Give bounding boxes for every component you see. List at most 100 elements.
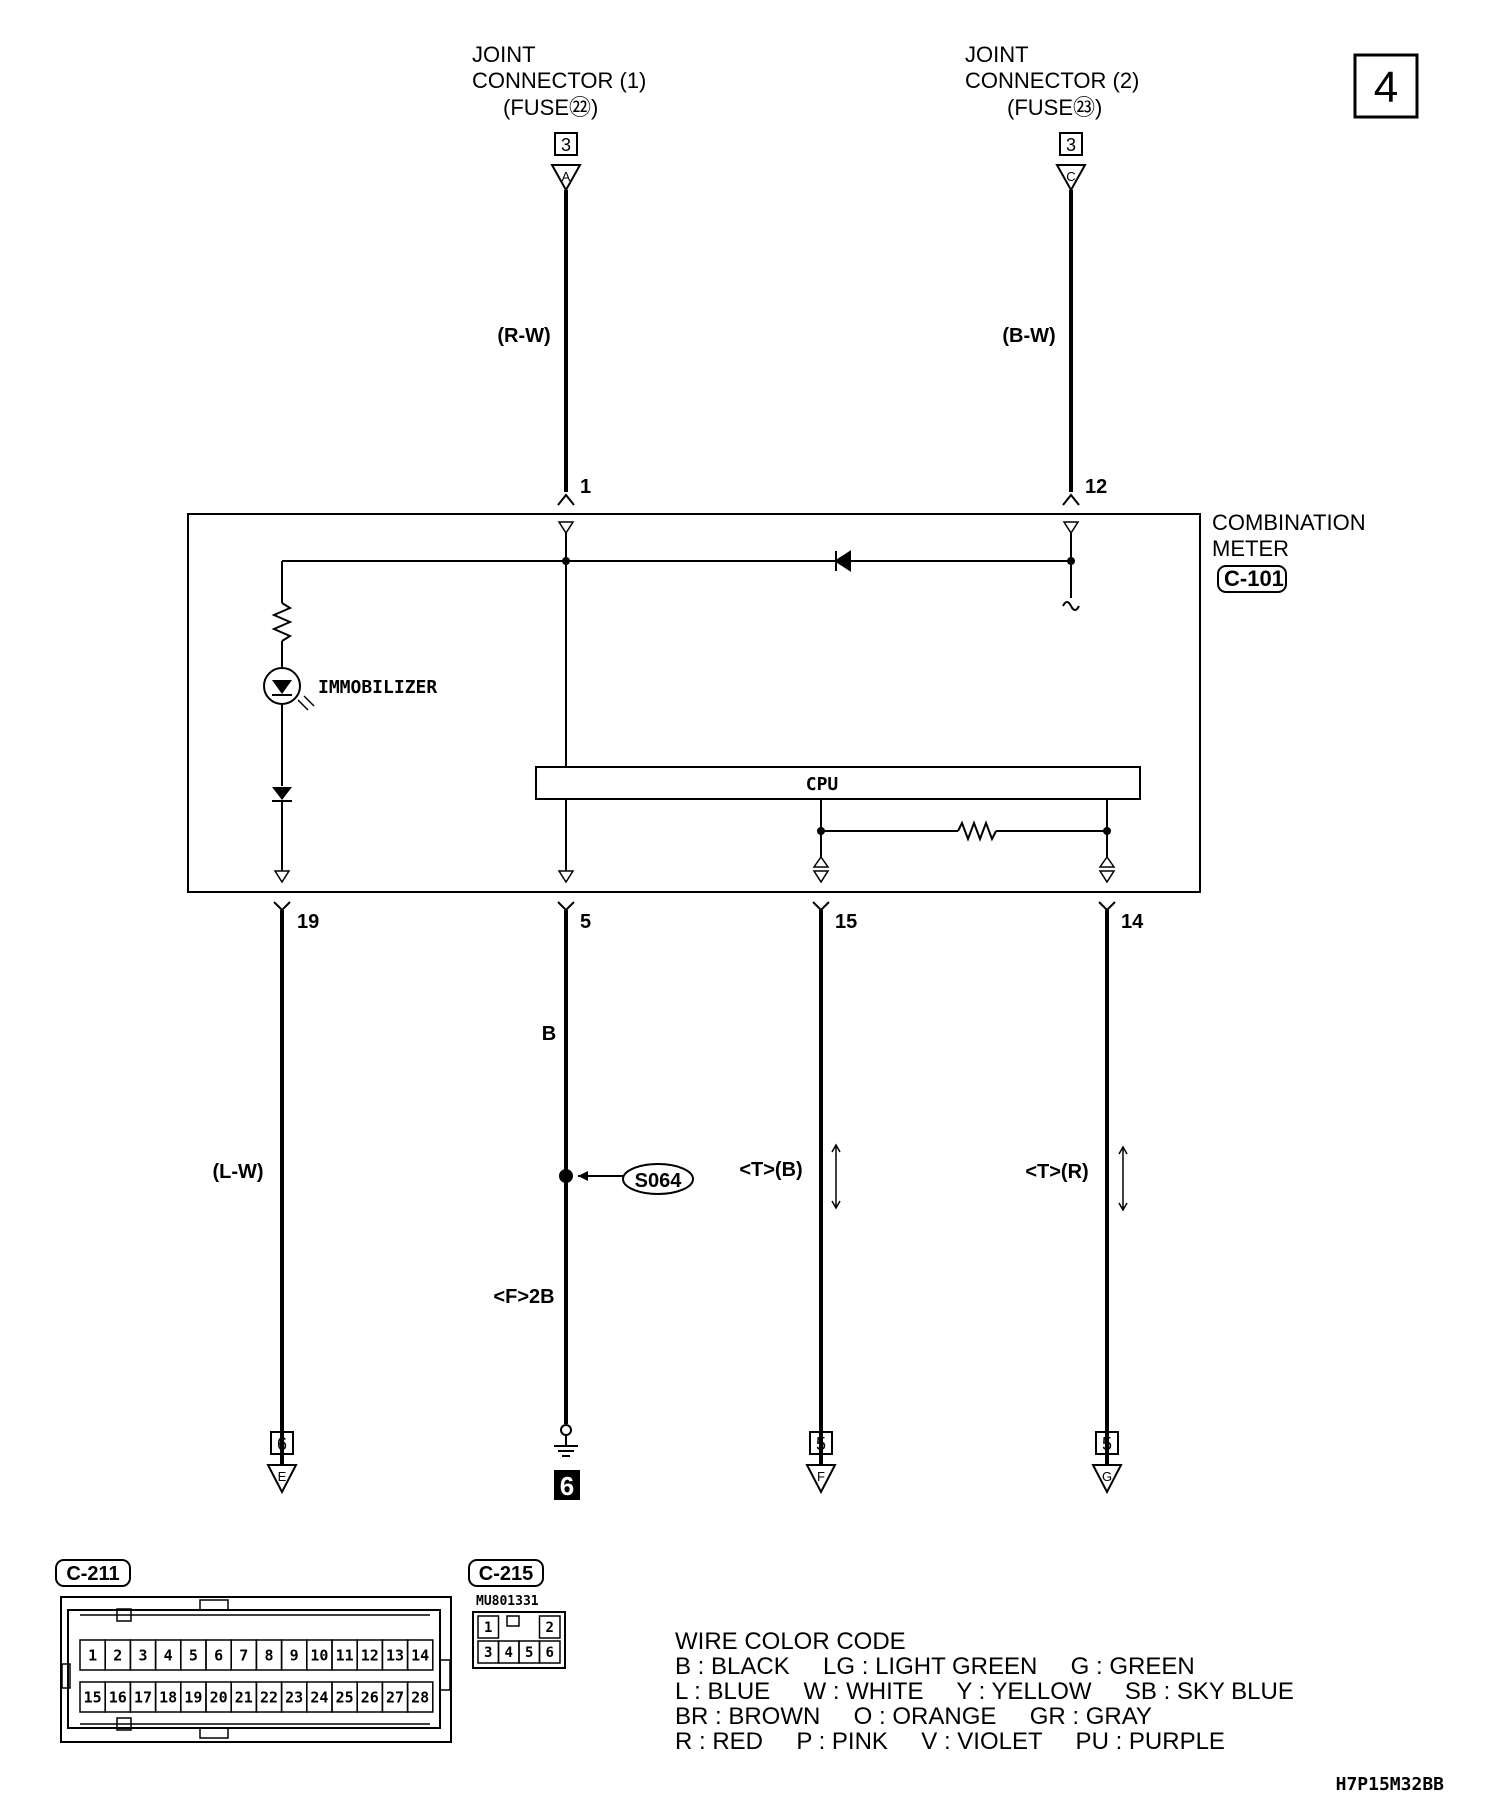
page-ref-box-icon [809,1431,833,1455]
pin-number: 13 [386,1646,404,1664]
joint-connector-2-line2: CONNECTOR (2) [965,68,1139,93]
pin-terminal-icon [812,901,830,912]
pin-5-label: 5 [580,911,591,933]
pin-number: 19 [184,1688,202,1706]
wire-label-l-w: (L-W) [212,1161,263,1183]
wire-color-legend: WIRE COLOR CODE B : BLACK LG : LIGHT GRE… [675,1628,1294,1755]
page-number-box: 4 [1353,53,1419,119]
wire-label-f-2b: <F>2B [493,1286,554,1308]
connector-triangle-icon [1055,164,1087,193]
pin-number: 27 [386,1688,404,1706]
pin-number: 14 [411,1646,429,1664]
internal-terminal-icon [557,870,575,884]
internal-terminal-icon [1062,521,1080,535]
pin-1-label: 1 [580,476,591,498]
c-215-label: C-215 [479,1563,533,1585]
ground-ref-box [554,1470,580,1500]
wire-label-t-b: <T>(B) [739,1159,802,1181]
pin-number: 2 [113,1646,122,1664]
internal-terminal-icon [557,521,575,535]
pin-number: 5 [525,1645,533,1661]
pin-cell [406,1639,434,1671]
pin-number: 2 [546,1620,554,1636]
legend-line: R : RED P : PINK V : VIOLET PU : PURPLE [675,1728,1225,1755]
pin-number: 9 [290,1646,299,1664]
pin-cell [477,1615,500,1639]
bidirectional-terminal-icon [812,855,830,868]
pin-cell [406,1681,434,1713]
component-connector-id: C-101 [1224,566,1284,591]
joint-connector-1-fuse: (FUSE㉒) [503,95,598,120]
latch-icon [199,1727,229,1739]
resistor-icon [957,820,997,842]
pin-number: 12 [361,1646,379,1664]
ground-terminal-icon [560,1424,572,1436]
pin-number: 17 [134,1688,152,1706]
wire-label-b: B [542,1023,556,1045]
pin-terminal-icon [557,901,575,912]
pin-number: 4 [164,1646,173,1664]
pin-19-letter: E [278,1469,287,1484]
joint-connector-1-line1: JOINT [472,42,536,67]
junction-dot [817,827,825,835]
pin-number: 26 [361,1688,379,1706]
connector-id-frame [55,1559,131,1587]
output-pin-5: 5 B S064 <F>2B 6 [493,901,694,1501]
pin-number: 28 [411,1688,429,1706]
resistor-icon [271,602,293,642]
joint-connector-2-letter: C [1066,169,1075,184]
pin-terminal-icon [1062,493,1080,506]
pin-number: 20 [210,1688,228,1706]
output-pin-19: 19 (L-W) 6 E [212,901,319,1495]
immobilizer-lamp-label: IMMOBILIZER [318,677,437,698]
pin-terminal-icon [557,493,575,506]
pin-number: 11 [336,1646,354,1664]
cpu-block [535,766,1141,800]
joint-connector-1: JOINT CONNECTOR (1) (FUSE㉒) 3 A (R-W) 1 [472,42,646,506]
joint-connector-2-line1: JOINT [965,42,1029,67]
joint-connector-2-page-ref: 3 [1066,135,1076,155]
diode-icon [272,787,292,800]
diagram-code: H7P15M32BB [1336,1774,1445,1795]
pin-number: 21 [235,1688,253,1706]
joint-connector-1-line2: CONNECTOR (1) [472,68,646,93]
connector-housing [60,1596,452,1743]
wire-label-t-r: <T>(R) [1025,1161,1088,1183]
pin-15-page-ref: 5 [816,1434,826,1454]
junction-dot [562,557,570,565]
pin-number: 25 [336,1688,354,1706]
legend-line: L : BLUE W : WHITE Y : YELLOW SB : SKY B… [675,1678,1294,1705]
cpu-label: CPU [806,774,839,795]
splice-id-frame [622,1163,694,1195]
combination-meter: COMBINATION METER C-101 IMMOBILIZER [187,510,1366,893]
component-name-line2: METER [1212,536,1289,561]
pin-number: 22 [260,1688,278,1706]
pin-14-page-ref: 5 [1102,1434,1112,1454]
bidirectional-terminal-icon [1098,855,1116,868]
pin-number: 16 [109,1688,127,1706]
latch-icon [199,1599,229,1611]
junction-dot [1067,557,1075,565]
output-pin-15: 15 <T>(B) 5 F [739,901,857,1495]
wire-label-r-w: (R-W) [497,325,550,347]
c-211-label: C-211 [66,1563,119,1585]
c-215-part-number: MU801331 [476,1594,539,1609]
legend-line: B : BLACK LG : LIGHT GREEN G : GREEN [675,1653,1195,1680]
pin-15-letter: F [817,1469,825,1484]
page-ref-box-icon [1095,1431,1119,1455]
junction-dot [1103,827,1111,835]
pin-number: 10 [310,1646,328,1664]
pin-terminal-icon [273,901,291,912]
pin-number: 15 [84,1688,102,1706]
pin-number: 3 [484,1645,492,1661]
pin-number: 7 [239,1646,248,1664]
pin-14-label: 14 [1121,911,1144,933]
pin-15-label: 15 [835,911,857,933]
page-ref-box-icon [554,132,578,156]
